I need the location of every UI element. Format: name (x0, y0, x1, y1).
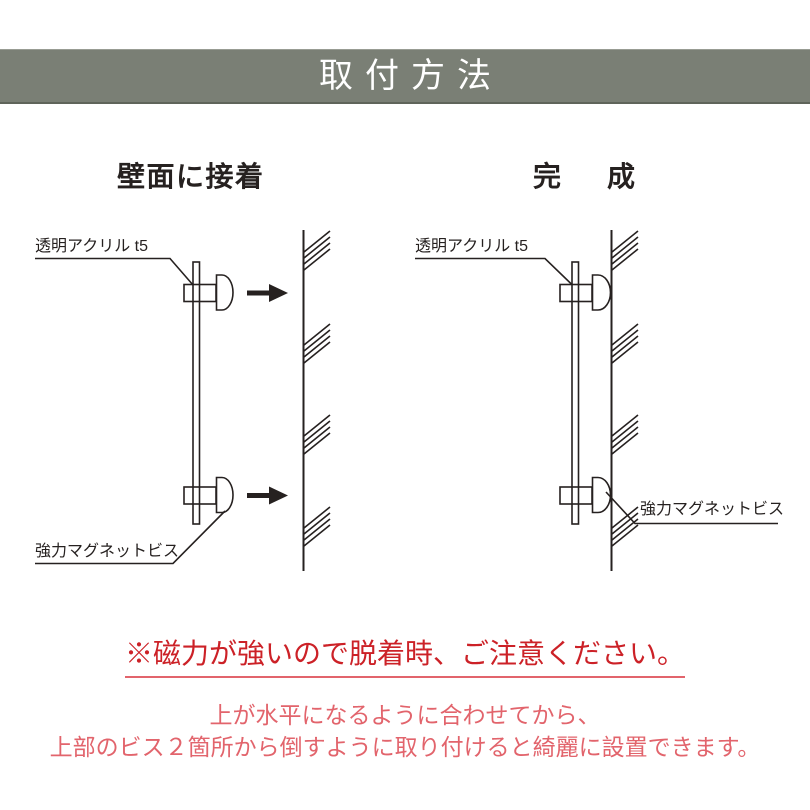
left-wall-hatch-4 (303, 506, 331, 547)
left-wall-hatch-2 (303, 323, 331, 364)
right-magnet-leader-line (605, 491, 778, 525)
left-magnet-leader-line (35, 510, 226, 565)
right-wall-hatch-1 (611, 230, 639, 271)
header-bar: 取付方法 (0, 49, 810, 104)
instruction-note: 上が水平になるように合わせてから、 上部のビス２箇所から倒すように取り付けると綺… (0, 699, 810, 763)
left-acrylic-strip (192, 261, 201, 525)
section-title-attach-to-wall: 壁面に接着 (117, 161, 265, 192)
right-acrylic-label: 透明アクリル t5 (415, 238, 528, 255)
warning-note: ※磁力が強いので脱着時、ご注意ください。 (0, 636, 810, 678)
left-wall-hatch-1 (303, 230, 331, 271)
left-wall-hatch-3 (303, 414, 331, 455)
instruction-line-2: 上部のビス２箇所から倒すように取り付けると綺麗に設置できます。 (49, 734, 761, 760)
left-bottom-screw-head (215, 476, 234, 514)
left-acrylic-leader-line (35, 257, 198, 290)
left-top-arrow-icon (247, 284, 288, 302)
instruction-line-1: 上が水平になるように合わせてから、 (209, 702, 601, 728)
right-wall-hatch-2 (611, 323, 639, 364)
left-magnet-label: 強力マグネットビス (35, 543, 180, 560)
left-top-screw-head (215, 274, 234, 311)
right-magnet-label: 強力マグネットビス (640, 501, 785, 518)
left-acrylic-label: 透明アクリル t5 (35, 238, 148, 255)
right-acrylic-leader-line (415, 257, 577, 289)
right-wall-hatch-3 (611, 414, 639, 455)
left-bottom-arrow-icon (247, 486, 288, 505)
left-diagram (35, 230, 331, 571)
right-acrylic-strip (571, 261, 580, 525)
page-title: 取付方法 (319, 57, 503, 95)
warning-text: ※磁力が強いので脱着時、ご注意ください。 (124, 636, 685, 678)
right-diagram (415, 230, 778, 571)
right-top-screw-head (591, 274, 612, 311)
section-title-complete: 完 成 (533, 161, 645, 192)
